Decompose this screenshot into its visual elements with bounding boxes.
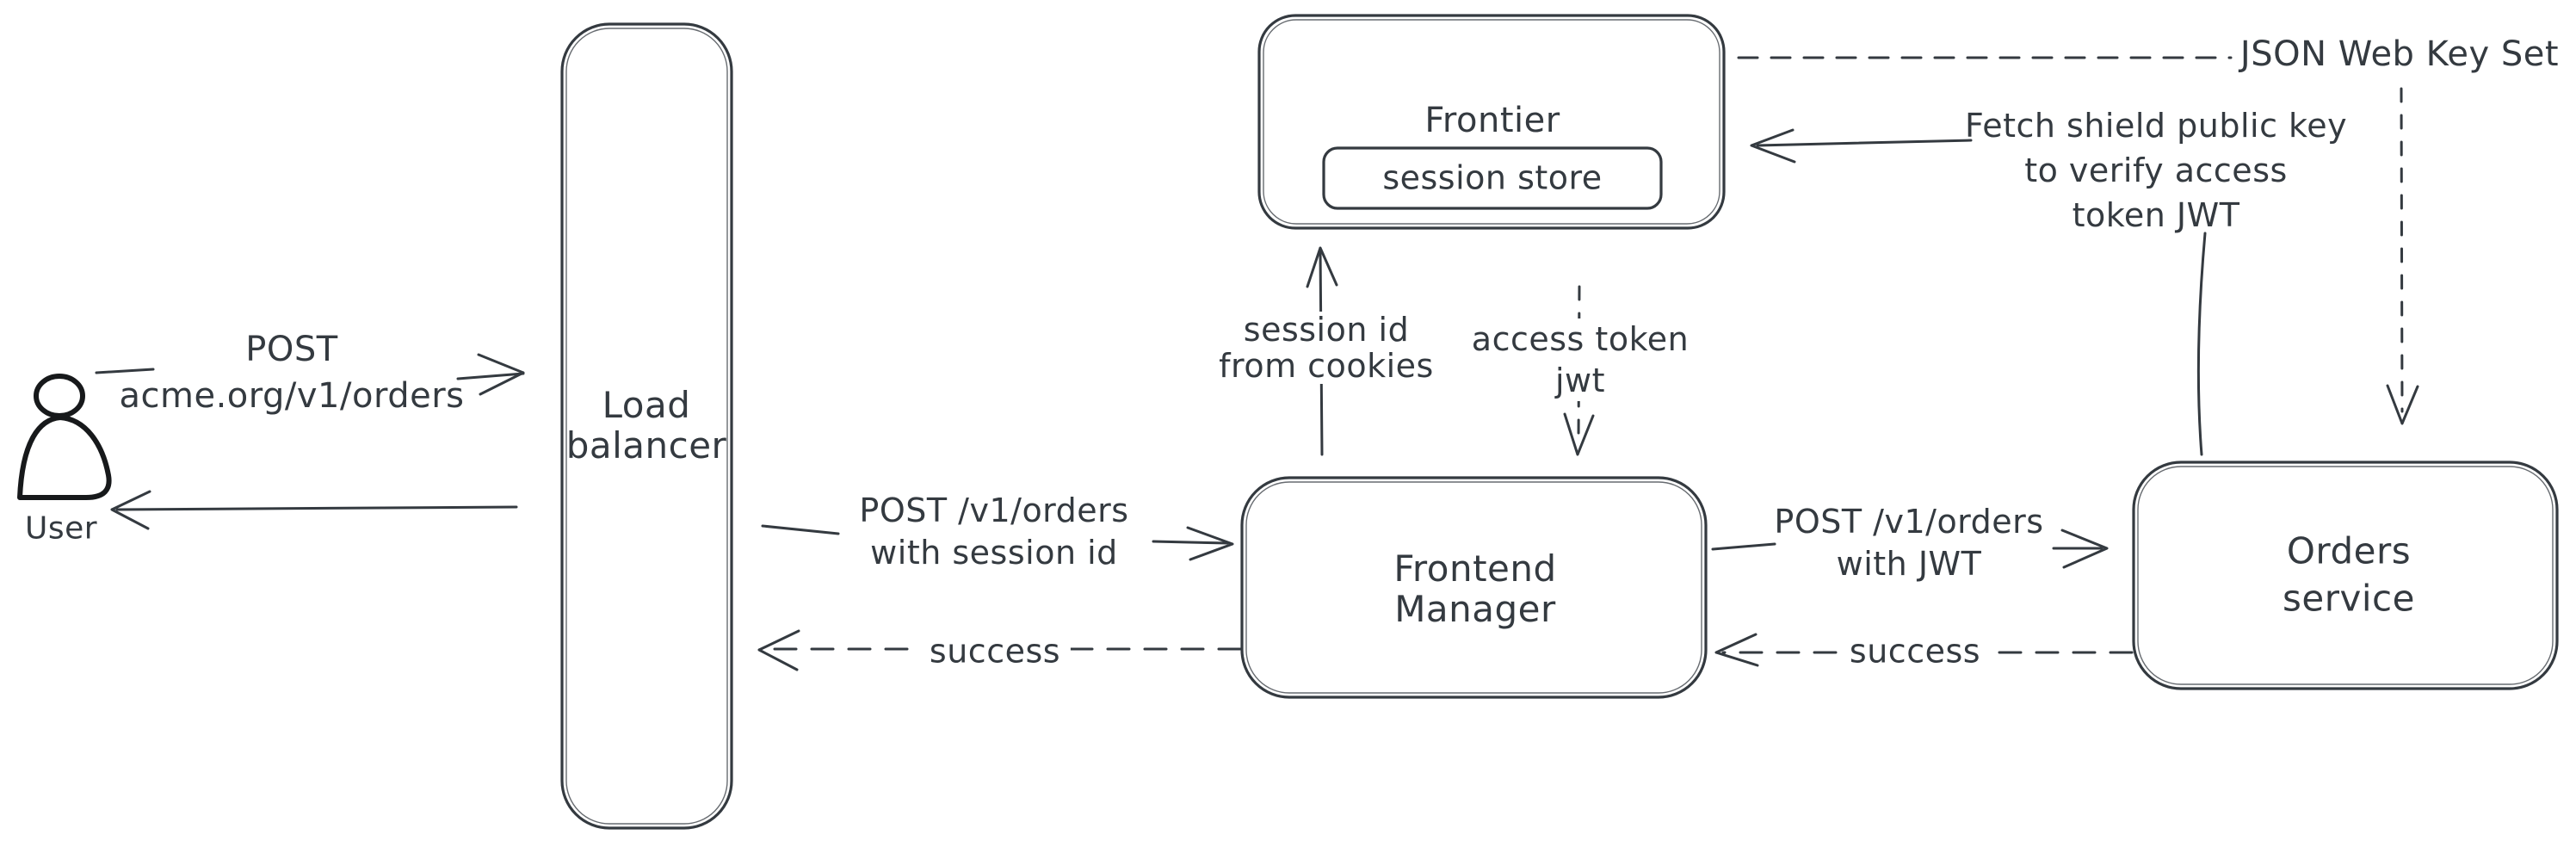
arrow-frontend-to-orders (1711, 529, 2109, 569)
frontend-manager-label: Frontend Manager (1393, 547, 1557, 630)
frontier-box (1257, 14, 1726, 230)
session-lookup-label: session id from cookies (1208, 312, 1444, 384)
user-request-label: POST acme.org/v1/orders (119, 330, 465, 416)
access-token-label: access token jwt (1461, 318, 1700, 401)
frontend-to-orders-label: POST /v1/orders with JWT (1774, 503, 2044, 583)
orders-service-box (2132, 461, 2559, 690)
jwks-label: JSON Web Key Set (2239, 34, 2560, 74)
frontend-to-lb-success-label: success (918, 630, 1072, 673)
fetch-key-label: Fetch shield public key to verify access… (1964, 107, 2348, 234)
load-balancer-box (560, 22, 733, 830)
arrow-access-token (1563, 285, 1595, 456)
load-balancer-label: Load balancer (565, 384, 727, 467)
orders-to-frontend-success-label: success (1838, 630, 1992, 673)
frontend-manager-box (1240, 476, 1708, 699)
orders-service-label: Orders service (2283, 529, 2415, 619)
user-label: User (24, 510, 98, 547)
frontier-label: Frontier (1424, 101, 1560, 140)
lb-to-frontend-label: POST /v1/orders with session id (859, 492, 1129, 572)
session-store-label: session store (1382, 158, 1603, 197)
user-icon (17, 374, 112, 500)
arrow-lb-to-frontend (761, 524, 1234, 561)
arrow-jwks-to-orders (2386, 87, 2419, 425)
session-store-box (1322, 146, 1663, 210)
arrow-fetch-key (1750, 128, 1973, 164)
arrow-lb-response-to-user (110, 490, 518, 530)
line-orders-to-fetch-note (2196, 232, 2207, 456)
arrow-user-request (95, 353, 525, 396)
